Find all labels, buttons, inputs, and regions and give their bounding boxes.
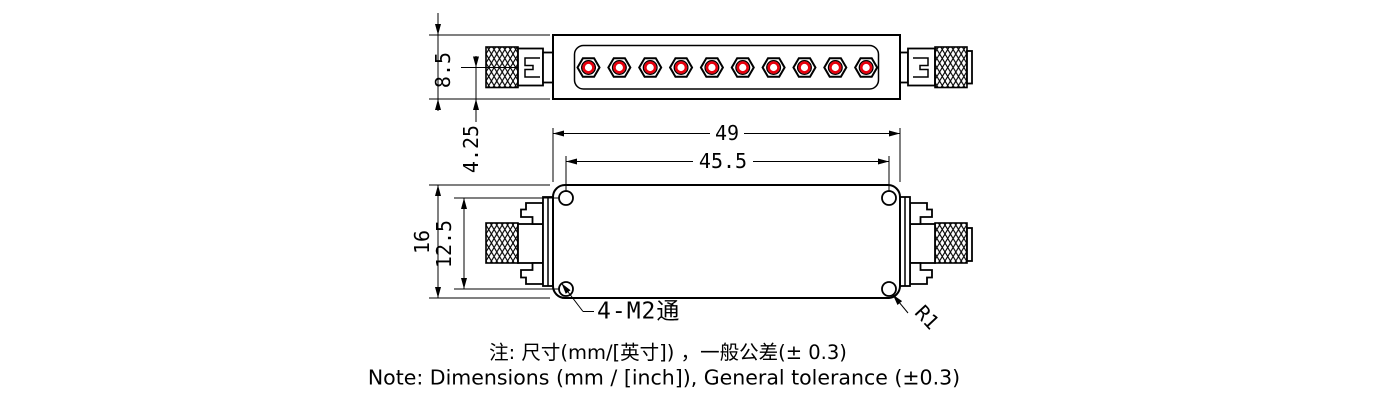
corner-radius-label: R1 [892,294,944,334]
device-body-plan [552,184,901,299]
dim-hole-spacing: 45.5 [565,149,890,192]
label-r1: R1 [910,300,944,334]
dim-text-16: 16 [410,230,434,254]
plan-view [485,184,973,299]
screw [730,56,756,79]
mounting-holes-label: 4-M2通 [561,282,680,325]
screw-panel [573,44,880,90]
dim-hole-row-spacing: 12.5 [432,197,559,290]
right-connector-end [966,50,973,85]
screw [853,56,879,79]
right-connector-slot-detail [913,57,929,78]
dimensions: 8.5 4.25 49 45.5 1 [410,13,901,299]
screw [792,56,817,79]
right-connector-step [907,47,936,87]
dim-body-height: 8.5 [429,13,550,111]
screw [607,56,632,79]
screw [576,56,601,79]
note-line-en: Note: Dimensions (mm / [inch]), General … [368,366,960,390]
notes: 注: 尺寸(mm/[英寸]) ，一般公差(± 0.3) Note: Dimens… [368,341,960,390]
screw [668,56,694,79]
plan-left-neck [517,223,544,264]
screw [637,56,663,79]
mounting-hole-bottom-right [881,281,897,297]
screw [699,56,725,79]
screw [761,56,786,79]
plan-left-tooth-top [520,202,544,225]
plan-right-tooth-top [909,202,933,225]
plan-left-thread [485,222,519,264]
dim-text-49: 49 [715,121,739,145]
dim-center-height: 4.25 [459,56,483,173]
dim-text-4-25: 4.25 [459,125,483,173]
mounting-hole-top-left [558,190,574,206]
screw [822,56,848,79]
dim-text-45-5: 45.5 [699,149,747,173]
mounting-hole-top-right [881,190,897,206]
plan-right-thread [934,222,968,264]
dim-text-8-5: 8.5 [431,52,455,88]
left-connector-slot-detail [524,57,540,78]
side-view [461,34,973,100]
right-connector-neck [899,51,909,84]
left-connector-thread [485,46,519,89]
dim-text-12-5: 12.5 [432,220,456,268]
plan-right-neck [909,223,936,264]
plan-left-tooth-bottom [520,262,544,285]
dim-body-width: 16 [410,184,550,299]
plan-right-end [966,227,973,262]
label-4-m2: 4-M2通 [597,299,680,325]
plan-right-tooth-bottom [909,262,933,285]
left-connector-step [517,47,544,87]
left-connector-neck [542,51,554,84]
note-line-zh: 注: 尺寸(mm/[英寸]) ，一般公差(± 0.3) [489,341,847,364]
right-connector-thread [934,46,968,89]
dim-body-length: 49 [552,121,901,182]
